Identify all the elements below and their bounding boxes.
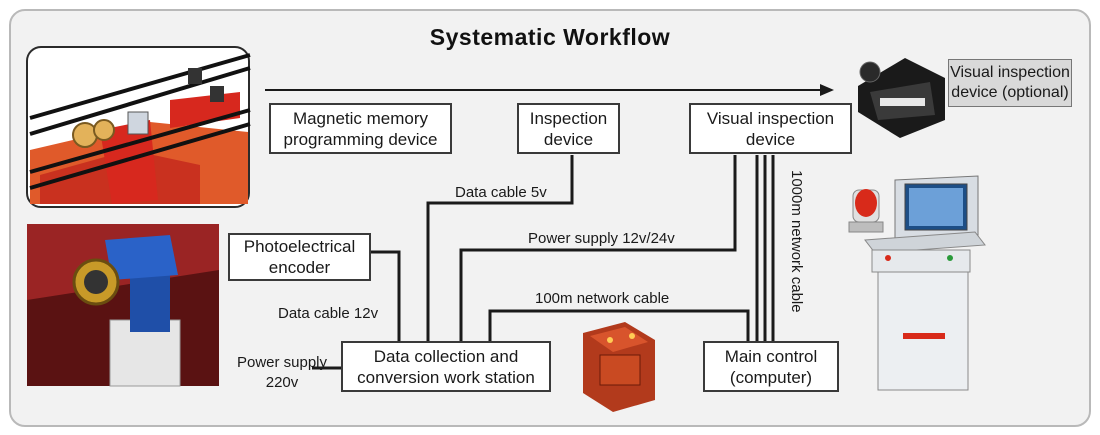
network-100m-line [488,309,750,342]
main-control-box: Main control (computer) [703,341,839,392]
photoelectrical-encoder-box: Photoelectrical encoder [228,233,371,281]
power-supply-12-24-label: Power supply 12v/24v [528,230,675,247]
power-supply-220-label: Power supply 220v [236,354,328,391]
inspection-device-box: Inspection device [517,103,620,154]
network-100m-label: 100m network cable [535,290,670,307]
visual-camera-image [858,58,945,138]
visual-optional-box: Visual inspection device (optional) [948,59,1072,107]
data-collection-station-box: Data collection and conversion work stat… [341,341,551,392]
diagram-title: Systematic Workflow [429,24,671,50]
data-cable-12v-line [370,250,401,342]
rail-device-image [26,46,251,208]
alarm-light-image [848,189,884,233]
power-supply-12-24-line [459,155,737,342]
network-1000m-label: 1000m network cable [788,170,805,313]
data-cable-5v-label: Data cable 5v [455,184,547,201]
control-cabinet-image [864,175,986,391]
network-1000m-lines [755,155,775,342]
visual-inspection-box: Visual inspection device [689,103,852,154]
top-arrow [265,84,834,96]
data-cable-12v-label: Data cable 12v [278,305,379,322]
explosion-proof-box-image [583,322,655,412]
magnetic-memory-box: Magnetic memory programming device [269,103,452,154]
encoder-device-image [27,224,219,387]
data-cable-5v-line [426,155,574,342]
